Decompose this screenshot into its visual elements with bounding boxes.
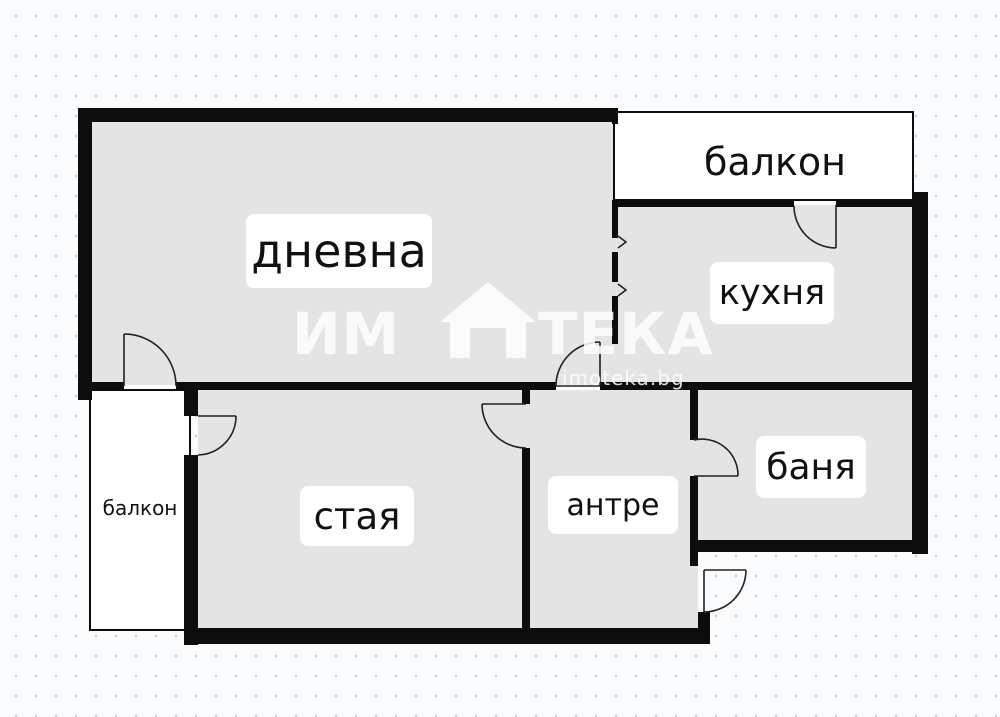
door-hall-bedroom	[481, 403, 527, 449]
room-label-bathroom: баня	[756, 436, 866, 498]
walls	[78, 108, 928, 645]
door-hall-bath	[693, 438, 739, 477]
door-living-balcony	[123, 333, 177, 387]
door-kitchen-balcony	[793, 205, 837, 249]
room-label-hallway: антре	[548, 476, 678, 534]
door-balcony-bedroom	[197, 415, 237, 456]
watermark-brand-prefix: ИМ	[292, 300, 401, 368]
door-hall-living	[555, 341, 601, 387]
room-label-living: дневна	[246, 214, 432, 288]
room-label-balcony-top: балкон	[703, 140, 847, 184]
door-entrance	[703, 569, 747, 613]
watermark-url: imoteka.bg	[562, 366, 685, 390]
room-label-balcony-left: балкон	[102, 496, 178, 520]
room-label-bedroom: стая	[300, 486, 414, 546]
watermark-brand-suffix: ТЕКА	[538, 300, 714, 368]
house-icon	[440, 282, 536, 358]
opening-marker-1	[617, 235, 628, 249]
opening-marker-2	[617, 283, 628, 297]
door-swings	[123, 205, 837, 613]
room-label-kitchen: кухня	[710, 262, 834, 324]
